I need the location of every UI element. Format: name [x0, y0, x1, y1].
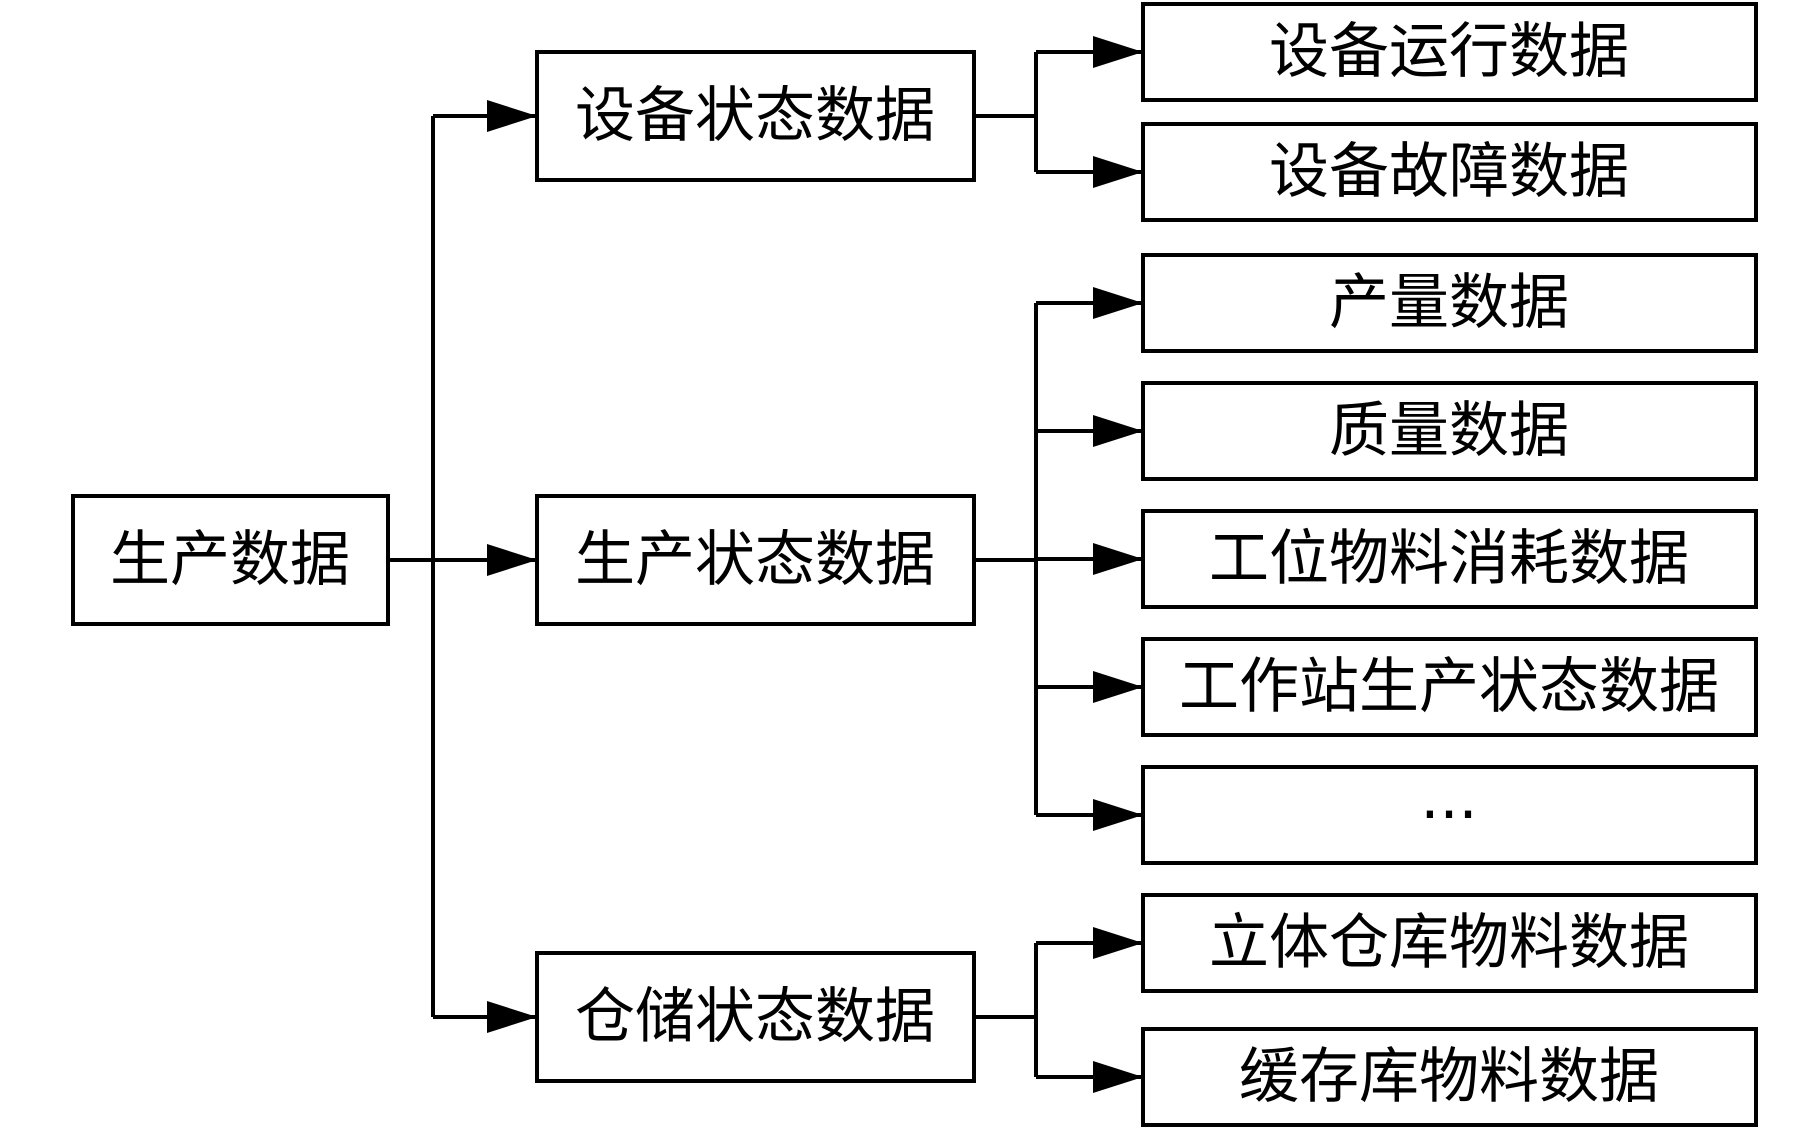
category-node-label: 仓储状态数据	[575, 982, 935, 1052]
leaf-node-equipment-running: 设备运行数据	[1141, 2, 1758, 102]
leaf-arrowhead	[1093, 927, 1143, 959]
connectors	[388, 36, 1143, 1093]
category-arrowhead	[487, 100, 537, 132]
leaf-node-label: 缓存库物料数据	[1239, 1042, 1659, 1112]
leaf-node-ellipsis: ···	[1141, 765, 1758, 865]
leaf-node-quality: 质量数据	[1141, 381, 1758, 481]
category-arrowhead	[487, 544, 537, 576]
leaf-node-box	[1141, 381, 1758, 481]
category-node-production-status: 生产状态数据	[535, 494, 976, 626]
leaf-node-box	[1141, 509, 1758, 609]
leaf-arrowhead	[1093, 671, 1143, 703]
category-node-warehouse-status: 仓储状态数据	[535, 951, 976, 1083]
leaf-node-workstation-production-status: 工作站生产状态数据	[1141, 637, 1758, 737]
leaf-node-label: 设备故障数据	[1269, 137, 1629, 207]
category-node-box	[535, 951, 976, 1083]
leaf-arrowhead	[1093, 1061, 1143, 1093]
leaf-arrowhead	[1093, 156, 1143, 188]
leaf-node-box	[1141, 122, 1758, 222]
leaf-node-equipment-fault: 设备故障数据	[1141, 122, 1758, 222]
leaf-node-station-material-consumption: 工位物料消耗数据	[1141, 509, 1758, 609]
leaf-node-label: 设备运行数据	[1269, 17, 1629, 87]
category-node-label: 生产状态数据	[575, 525, 935, 595]
leaf-arrowhead	[1093, 415, 1143, 447]
leaf-arrowhead	[1093, 36, 1143, 68]
leaf-node-box	[1141, 893, 1758, 993]
root-node-label: 生产数据	[110, 525, 350, 595]
leaf-node-box	[1141, 1027, 1758, 1127]
root-node-box	[71, 494, 390, 626]
leaf-node-stereo-warehouse-material: 立体仓库物料数据	[1141, 893, 1758, 993]
leaf-node-label: 产量数据	[1329, 268, 1569, 338]
leaf-node-box	[1141, 765, 1758, 865]
leaf-arrowhead	[1093, 543, 1143, 575]
leaf-node-output: 产量数据	[1141, 253, 1758, 353]
leaf-node-label: 工位物料消耗数据	[1209, 524, 1689, 594]
leaf-node-buffer-warehouse-material: 缓存库物料数据	[1141, 1027, 1758, 1127]
root-node: 生产数据	[71, 494, 390, 626]
leaf-node-label: ···	[1420, 780, 1477, 850]
category-node-equipment-status: 设备状态数据	[535, 50, 976, 182]
leaf-node-label: 工作站生产状态数据	[1179, 652, 1719, 722]
category-node-box	[535, 50, 976, 182]
leaf-node-box	[1141, 2, 1758, 102]
leaf-node-label: 质量数据	[1329, 396, 1569, 466]
category-arrowhead	[487, 1001, 537, 1033]
leaf-arrowhead	[1093, 799, 1143, 831]
leaf-node-label: 立体仓库物料数据	[1209, 908, 1689, 978]
leaf-arrowhead	[1093, 287, 1143, 319]
leaf-node-box	[1141, 253, 1758, 353]
leaf-node-box	[1141, 637, 1758, 737]
category-node-box	[535, 494, 976, 626]
category-node-label: 设备状态数据	[575, 81, 935, 151]
